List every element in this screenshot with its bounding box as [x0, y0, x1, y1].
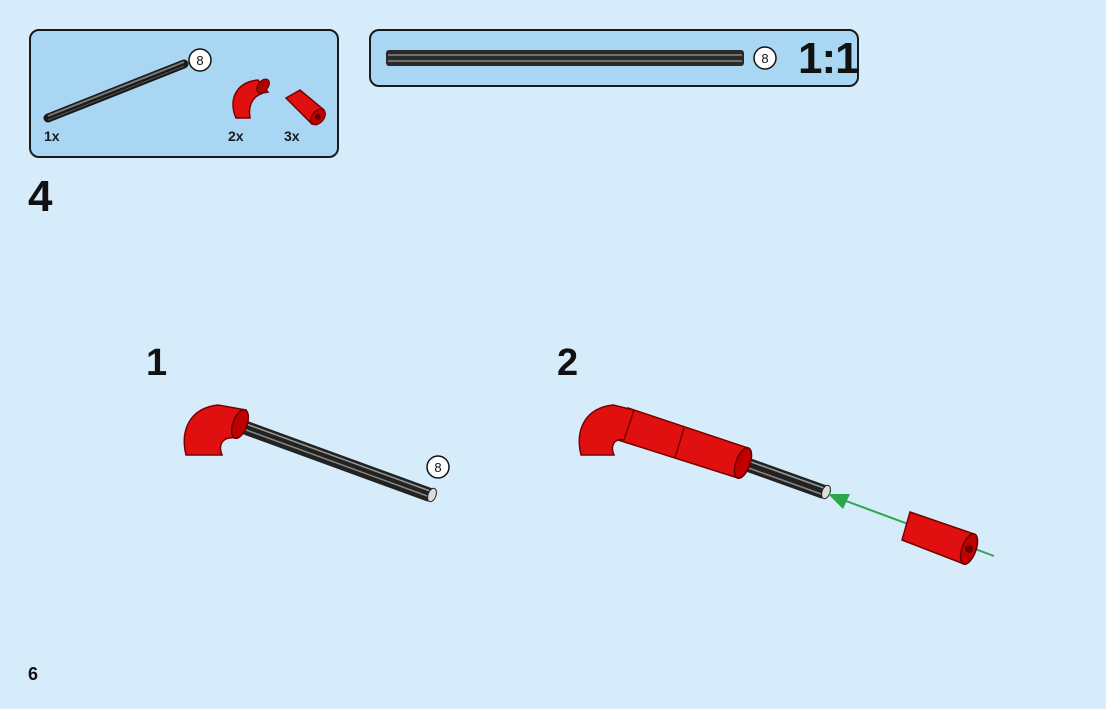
substep-number-1: 1 [146, 342, 168, 384]
substep1-axle [235, 418, 437, 503]
page-number: 6 [28, 664, 39, 684]
substep2-new-pin-connector [901, 511, 979, 565]
svg-text:8: 8 [434, 460, 441, 475]
substep2-axle [737, 455, 831, 500]
substep2-pin-connectors [617, 407, 753, 479]
step-number: 4 [28, 172, 53, 221]
scale-axle-length-badge: 8 [753, 46, 777, 70]
svg-text:8: 8 [761, 51, 768, 66]
parts-pin-icon [284, 89, 326, 126]
parts-axle-icon [43, 59, 189, 123]
substep2-elbow [578, 404, 635, 456]
substep1-axle-length-badge: 8 [426, 455, 450, 479]
parts-axle-qty: 1x [44, 128, 60, 144]
substep-number-2: 2 [557, 342, 579, 384]
substep1-elbow [183, 404, 250, 456]
parts-elbow-icon [232, 78, 270, 119]
scale-axle [386, 50, 744, 66]
scale-label: 1:1 [798, 34, 860, 83]
parts-pin-qty: 3x [284, 128, 300, 144]
parts-elbow-qty: 2x [228, 128, 244, 144]
svg-text:8: 8 [196, 53, 203, 68]
parts-axle-length-badge: 8 [188, 48, 212, 72]
parts-list-panel [29, 29, 339, 158]
